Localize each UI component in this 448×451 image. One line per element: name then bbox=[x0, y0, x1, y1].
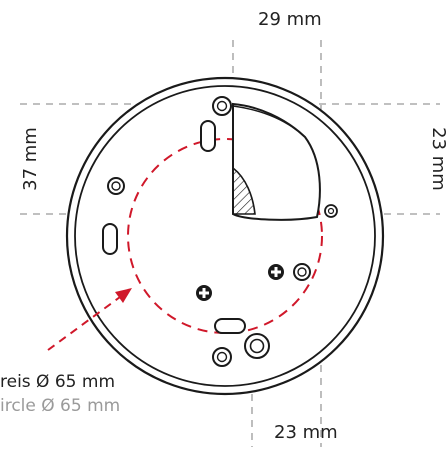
top-slot bbox=[200, 120, 216, 152]
inner-ring bbox=[74, 85, 376, 387]
right-screw-hole bbox=[293, 263, 311, 281]
center-screw bbox=[196, 285, 212, 301]
cutout-screw-hole bbox=[324, 204, 338, 218]
circle-diameter-label-secondary: ircle Ø 65 mm bbox=[0, 396, 121, 416]
top-screw-hole bbox=[212, 96, 232, 116]
right-dimension-label: 23 mm bbox=[427, 127, 448, 191]
hatched-wedge bbox=[232, 166, 256, 215]
bottom-screw-hole-right bbox=[244, 333, 270, 359]
cutout-inner-arc bbox=[232, 105, 306, 138]
bottom-dimension-label: 23 mm bbox=[274, 422, 338, 443]
bottom-slot bbox=[214, 318, 246, 334]
left-screw-hole bbox=[107, 177, 125, 195]
circle-diameter-label-primary: reis Ø 65 mm bbox=[0, 372, 115, 392]
circle-pointer-arrow bbox=[47, 288, 132, 351]
right-screw-plus bbox=[268, 264, 284, 280]
bottom-screw-hole-left bbox=[212, 347, 232, 367]
left-slot bbox=[102, 223, 118, 255]
left-dimension-label: 37 mm bbox=[19, 127, 41, 191]
mounting-circle bbox=[127, 138, 323, 334]
cable-cutout bbox=[232, 102, 321, 221]
top-dimension-label: 29 mm bbox=[258, 9, 322, 30]
